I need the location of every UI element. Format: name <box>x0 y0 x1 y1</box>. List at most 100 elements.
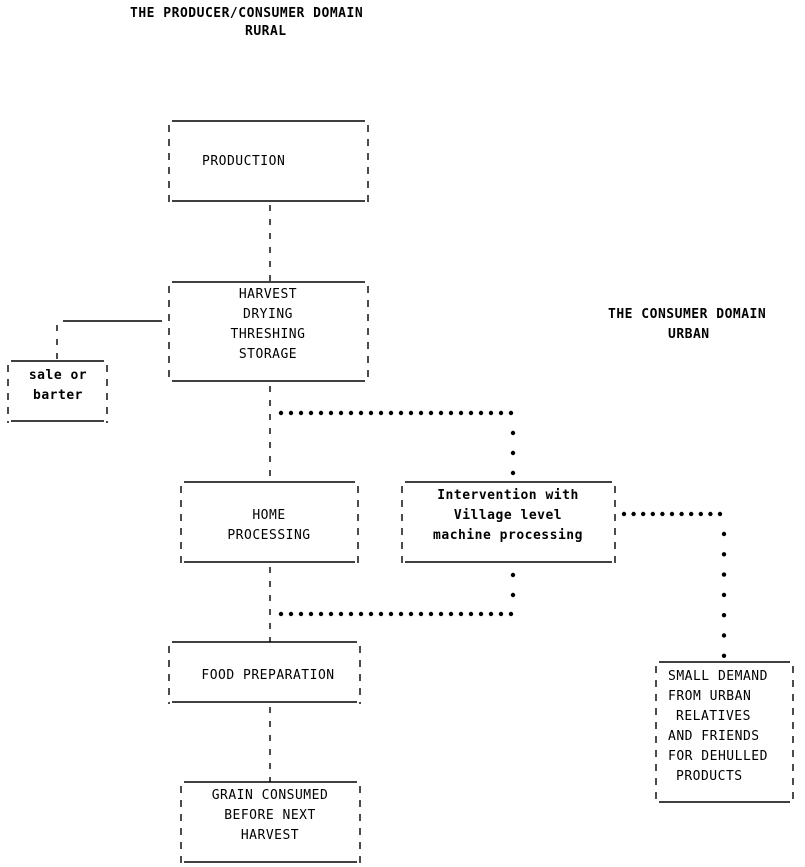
node-production-line: PRODUCTION <box>202 154 286 169</box>
node-home-processing-line: HOME <box>252 508 286 523</box>
node-harvest-line: THRESHING <box>230 327 306 342</box>
edge-harvest-intervention-h-dot <box>408 410 414 416</box>
edge-intervention-food-v-dot <box>510 572 516 578</box>
edge-intervention-food-h-dot <box>388 611 394 617</box>
edge-harvest-intervention-h-dot <box>338 410 344 416</box>
edge-intervention-food-h-dot <box>278 611 284 617</box>
edge-intervention-urban-h-dot <box>660 511 665 517</box>
edge-harvest-intervention-h-dot <box>488 410 494 416</box>
edge-harvest-intervention-h-dot <box>308 410 314 416</box>
edge-harvest-intervention-v-dot <box>510 470 516 476</box>
node-harvest-line: HARVEST <box>238 287 298 302</box>
edge-intervention-food-h-dot <box>468 611 474 617</box>
rural-domain-subtitle: RURAL <box>245 24 287 39</box>
node-harvest-line: DRYING <box>243 307 293 322</box>
node-urban-demand-line: PRODUCTS <box>676 769 743 784</box>
node-grain-consumed-line: GRAIN CONSUMED <box>211 788 329 803</box>
edge-harvest-intervention-h-dot <box>278 410 284 416</box>
edge-harvest-intervention-h-dot <box>368 410 374 416</box>
node-harvest-line: STORAGE <box>238 347 298 362</box>
node-intervention-line: machine processing <box>433 528 583 543</box>
edge-harvest-intervention-v-dot <box>510 450 516 456</box>
edge-harvest-intervention-v-dot <box>510 430 516 436</box>
node-food-preparation: FOOD PREPARATION <box>168 664 368 688</box>
edge-harvest-intervention-h-dot <box>388 410 394 416</box>
edge-intervention-urban-v-dot <box>721 531 727 537</box>
edge-intervention-food-h-dot <box>348 611 354 617</box>
edge-harvest-intervention-h-dot <box>438 410 444 416</box>
node-grain-consumed-line: BEFORE NEXT <box>224 808 316 823</box>
node-sale-line: sale or <box>28 368 88 383</box>
edge-intervention-urban-v-dot <box>721 633 727 638</box>
edge-intervention-food-h-dot <box>398 611 404 617</box>
node-urban-demand-line: RELATIVES <box>676 709 751 724</box>
node-intervention-line: Village level <box>453 508 563 523</box>
node-sale-or-barter: sale or barter <box>8 364 108 408</box>
edge-intervention-urban-h-dot <box>689 511 694 517</box>
edge-intervention-food-h-dot <box>408 611 414 617</box>
urban-domain-title: THE CONSUMER DOMAIN <box>608 307 767 322</box>
edge-intervention-urban-h-dot <box>621 511 627 517</box>
node-food-preparation-line: FOOD PREPARATION <box>201 668 335 683</box>
edge-intervention-food-h-dot <box>448 611 454 617</box>
edge-intervention-food-h-dot <box>508 611 514 617</box>
edge-intervention-food-h-dot <box>428 611 434 617</box>
node-intervention: Intervention with Village level machine … <box>402 484 614 548</box>
node-grain-consumed: GRAIN CONSUMED BEFORE NEXT HARVEST <box>178 785 362 847</box>
edge-harvest-intervention-h-dot <box>418 410 424 416</box>
edge-intervention-food-h-dot <box>328 611 334 617</box>
node-urban-demand: SMALL DEMAND FROM URBAN RELATIVES AND FR… <box>656 665 792 789</box>
edge-intervention-urban-h-dot <box>669 511 675 517</box>
urban-domain-subtitle: URBAN <box>668 327 710 342</box>
edge-intervention-urban-h-dot <box>650 511 655 517</box>
node-home-processing: HOME PROCESSING <box>180 504 358 548</box>
edge-harvest-intervention-h-dot <box>358 410 364 416</box>
edge-harvest-intervention-h-dot <box>468 410 474 416</box>
edge-intervention-urban-v-dot <box>721 592 727 598</box>
edge-harvest-intervention-h-dot <box>478 410 484 416</box>
node-harvest: HARVEST DRYING THRESHING STORAGE <box>168 284 368 366</box>
edge-intervention-urban-h-dot <box>631 511 636 517</box>
edge-harvest-intervention-h-dot <box>508 410 514 416</box>
edge-harvest-intervention-h-dot <box>458 410 464 416</box>
node-sale-line: barter <box>33 388 83 403</box>
edge-harvest-intervention-h-dot <box>348 410 354 416</box>
edge-intervention-food-h-dot <box>478 611 484 617</box>
edge-harvest-intervention-h-dot <box>378 410 384 416</box>
rural-domain-title: THE PRODUCER/CONSUMER DOMAIN <box>130 6 364 21</box>
edge-intervention-urban-v-dot <box>721 572 727 577</box>
node-production: PRODUCTION <box>168 122 368 202</box>
edge-harvest-intervention-h-dot <box>288 410 294 416</box>
edge-intervention-food-h-dot <box>308 611 314 617</box>
edge-intervention-food-h-dot <box>418 611 424 617</box>
edge-intervention-food-h-dot <box>488 611 494 617</box>
edge-intervention-urban-h-dot <box>698 511 703 517</box>
edge-intervention-food-h-dot <box>288 611 294 617</box>
edge-intervention-food-h-dot <box>318 611 324 617</box>
edge-intervention-urban-v-dot <box>721 653 727 658</box>
edge-intervention-food-v-dot <box>510 592 516 598</box>
node-urban-demand-line: SMALL DEMAND <box>668 669 768 684</box>
edge-intervention-food-h-dot <box>368 611 374 617</box>
edge-harvest-intervention-h-dot <box>428 410 434 416</box>
edge-harvest-intervention-h-dot <box>298 410 304 416</box>
edge-intervention-urban-h-dot <box>679 511 684 517</box>
edge-intervention-urban-h-dot <box>708 511 713 517</box>
edge-intervention-food-h-dot <box>438 611 444 617</box>
edge-intervention-urban-h-dot <box>717 511 723 517</box>
edge-intervention-urban-v-dot <box>721 552 727 557</box>
node-urban-demand-line: AND FRIENDS <box>668 729 760 744</box>
edge-intervention-urban-v-dot <box>721 613 727 618</box>
edge-intervention-food-h-dot <box>298 611 304 617</box>
edge-harvest-intervention-h-dot <box>398 410 404 416</box>
edge-intervention-food-h-dot <box>458 611 464 617</box>
edge-intervention-food-h-dot <box>378 611 384 617</box>
node-urban-demand-line: FOR DEHULLED <box>668 749 768 764</box>
edge-intervention-food-h-dot <box>498 611 504 617</box>
edge-harvest-intervention-h-dot <box>498 410 504 416</box>
edge-intervention-food-h-dot <box>358 611 364 617</box>
node-urban-demand-line: FROM URBAN <box>668 689 752 704</box>
edge-harvest-intervention-h-dot <box>328 410 334 416</box>
edge-intervention-food-h-dot <box>338 611 344 617</box>
